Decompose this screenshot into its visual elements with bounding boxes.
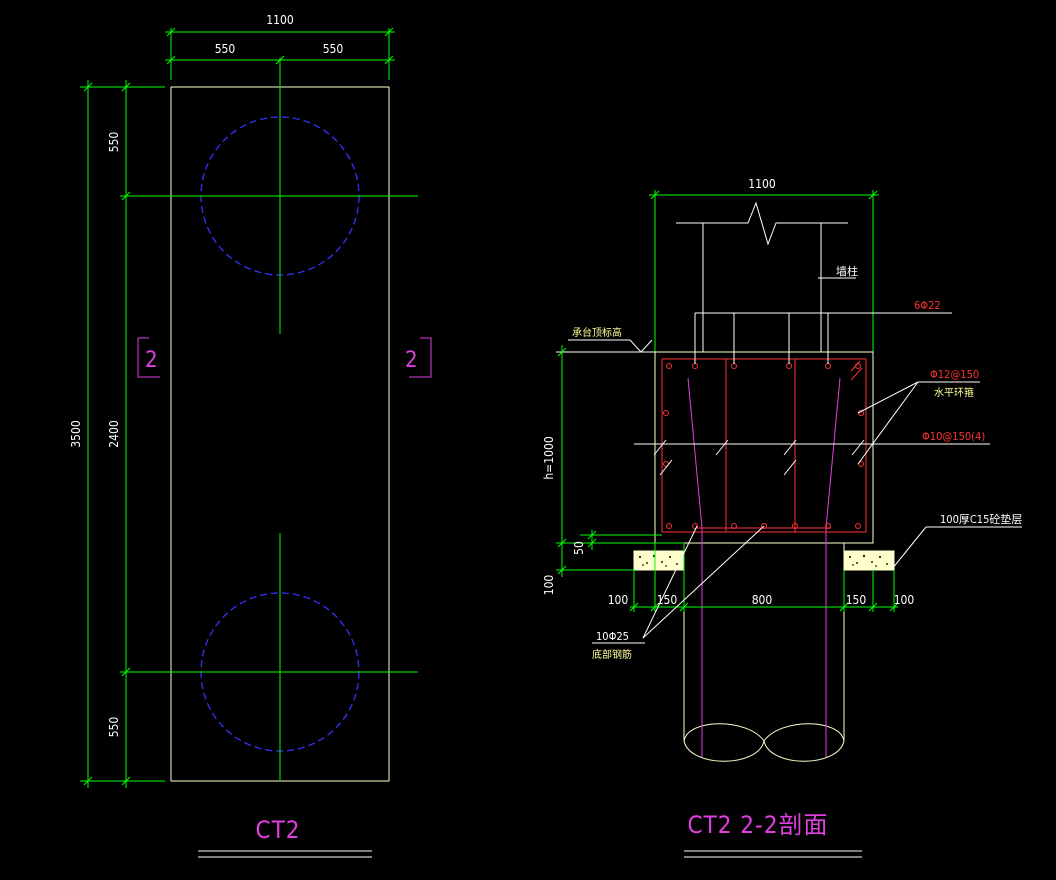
label-column: 墙柱 <box>836 264 858 278</box>
dim-pile: 800 <box>752 593 773 607</box>
label-cap-elevation: 承台顶标高 <box>572 326 622 339</box>
dim-plan-half-right: 550 <box>323 42 344 56</box>
section-top-dimension <box>649 190 879 352</box>
dim-plan-top-edge: 550 <box>107 132 121 153</box>
dim-left-out: 100 <box>608 593 629 607</box>
plan-title: CT2 <box>256 816 301 844</box>
pile-axes <box>120 58 418 781</box>
label-stirrup: Φ10@150(4) <box>922 430 985 443</box>
dim-section-height: h=1000 <box>542 436 556 479</box>
label-cushion: 100厚C15砼垫层 <box>940 512 1022 526</box>
dim-plan-pile-spacing: 2400 <box>107 420 121 448</box>
cushion-leader <box>891 526 1022 570</box>
plan-view: 1100 550 550 3500 550 2400 550 2 2 CT2 <box>69 13 432 858</box>
cushion-blocks <box>633 550 895 571</box>
dim-plan-bottom-edge: 550 <box>107 717 121 738</box>
dim-section-cushion: 100 <box>542 575 556 596</box>
section-cap-outline <box>654 351 874 544</box>
section-mark-right: 2 <box>405 348 418 373</box>
section-cut-marks <box>137 337 432 378</box>
dim-plan-width: 1100 <box>266 13 294 27</box>
section-bottom-dimension <box>629 543 899 612</box>
plan-top-dimension <box>165 27 395 80</box>
pile-rebar <box>687 377 841 757</box>
plan-left-dimension <box>80 80 165 788</box>
label-bottom-bars-desc: 底部钢筋 <box>592 648 632 661</box>
dim-section-cover: 50 <box>572 541 586 555</box>
section-view: 1100 墙柱 <box>542 177 1022 858</box>
section-left-dimension <box>556 345 684 577</box>
label-horizontal-bar: Φ12@150 <box>930 368 979 381</box>
dim-left-in: 150 <box>657 593 678 607</box>
horizontal-bar-leaders <box>857 381 980 465</box>
section-mark-left: 2 <box>145 348 158 373</box>
label-horizontal-bar-desc: 水平环箍 <box>934 386 974 399</box>
dim-plan-half-left: 550 <box>215 42 236 56</box>
label-bottom-bars: 10Φ25 <box>596 630 629 643</box>
column-breakline <box>676 201 848 352</box>
dim-right-in: 150 <box>846 593 867 607</box>
dim-section-width: 1100 <box>748 177 776 191</box>
elevation-symbol <box>556 339 655 353</box>
cage-hooks <box>850 360 863 381</box>
dim-plan-height: 3500 <box>69 420 83 448</box>
section-title: CT2 2-2剖面 <box>687 811 828 839</box>
stirrup-line <box>634 439 990 476</box>
bottom-bars-leader <box>592 525 765 644</box>
dim-right-out: 100 <box>894 593 915 607</box>
label-top-bars: 6Φ22 <box>914 299 941 312</box>
pile-body <box>683 543 845 762</box>
cap-rebar-cage <box>661 358 867 533</box>
top-bars-lines <box>694 312 952 364</box>
